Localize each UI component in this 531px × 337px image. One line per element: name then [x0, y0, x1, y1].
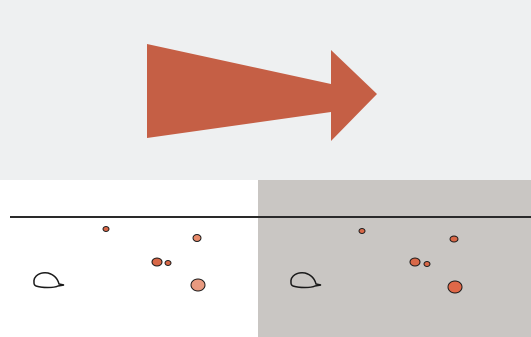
- droplet: [359, 229, 365, 234]
- droplet: [410, 258, 420, 266]
- large-droplet-outline: [291, 273, 321, 288]
- droplet: [448, 281, 462, 293]
- droplet: [193, 235, 201, 242]
- right-droplets: [291, 229, 462, 294]
- droplet: [103, 227, 109, 232]
- droplet: [191, 279, 205, 291]
- droplet: [424, 262, 430, 267]
- droplet: [152, 258, 162, 266]
- large-droplet-outline: [34, 273, 64, 288]
- droplet: [450, 236, 458, 242]
- droplet: [165, 261, 171, 266]
- left-droplets: [34, 227, 205, 292]
